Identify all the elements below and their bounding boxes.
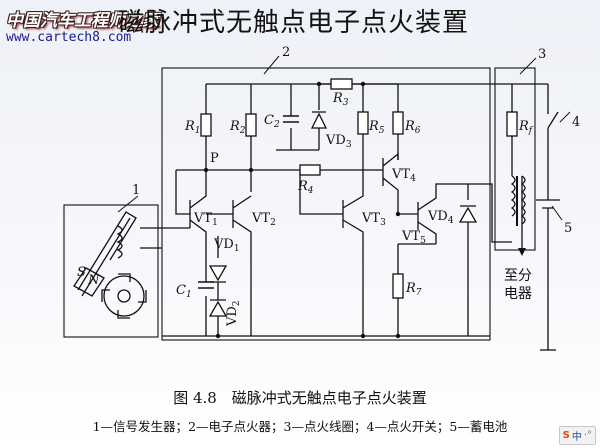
vd1-label: VD1: [213, 237, 240, 254]
vt1-base-wire: [175, 170, 190, 215]
c2-capacitor: [283, 115, 299, 123]
junction-dot: [395, 211, 401, 217]
callout-3-leader: [519, 57, 537, 75]
junction-dot: [316, 81, 322, 87]
r4-label: R4: [297, 179, 314, 196]
callout-2-leader: [263, 55, 280, 75]
ime-chinese-mode[interactable]: 中: [571, 432, 582, 443]
r4-resistor: [299, 164, 321, 176]
site-url: www.cartech8.com: [6, 30, 132, 45]
vd4-diode: [458, 205, 478, 223]
vt3-base-wire: [299, 170, 343, 215]
vd1-diode: [208, 265, 228, 283]
vt4-body: [382, 152, 399, 214]
igniter-boundary: [161, 67, 491, 341]
distributor-label-1: 至分: [504, 268, 532, 284]
coil-secondary-winding: [520, 175, 526, 225]
switch-battery-wire: [536, 84, 560, 350]
reluctor-wheel: [103, 275, 145, 317]
callout-5-leader: [551, 205, 563, 221]
vt3-label: VT3: [361, 211, 386, 228]
reluctor-hub: [117, 289, 131, 303]
ime-options-icon[interactable]: ·°: [583, 430, 592, 441]
r5-resistor: [357, 111, 369, 135]
vt3-body: [342, 160, 364, 336]
callout-2-label: 2: [282, 45, 290, 60]
junction-dot: [215, 333, 221, 339]
vd-column-wire: [205, 236, 219, 336]
vt5-body: [417, 183, 480, 244]
callout-1-label: 1: [132, 183, 140, 198]
r6-resistor: [392, 111, 404, 135]
rf-resistor: [506, 111, 518, 137]
c2-label: C2: [264, 113, 280, 130]
vt1-label: VT1: [193, 211, 218, 228]
vt5-label: VT5: [401, 229, 426, 246]
r2-resistor: [245, 113, 257, 137]
r7-label: R7: [405, 281, 422, 298]
junction-dot: [360, 81, 366, 87]
r7-resistor: [392, 273, 404, 299]
vt4-label: VT4: [391, 167, 416, 184]
vd4-label: VD4: [427, 209, 454, 226]
figure-caption: 图 4.8 磁脉冲式无触点电子点火装置: [173, 389, 427, 407]
r1-r2-wires: [205, 84, 252, 150]
slide-header: 中国汽车工程师之家 磁脉冲式无触点电子点火装置 www.cartech8.com: [0, 0, 600, 50]
rf-label: Rf: [518, 119, 534, 136]
slide-title: 磁脉冲式无触点电子点火装置: [118, 8, 470, 38]
node-p-label: P: [210, 151, 219, 166]
sensor-lead-wire: [140, 227, 190, 249]
permanent-magnet: [73, 267, 105, 297]
vd3-diode: [310, 111, 328, 129]
junction-dot: [248, 167, 254, 173]
r6-label: R6: [404, 119, 421, 136]
callout-5-label: 5: [564, 221, 572, 236]
junction-dot: [203, 167, 209, 173]
callout-4-leader: [559, 111, 571, 123]
ime-s-icon[interactable]: S: [562, 430, 570, 441]
signal-generator-boundary: [63, 204, 159, 338]
vt1-body: [189, 170, 207, 244]
brand-logo: 中国汽车工程师之家: [6, 11, 159, 31]
vd2-label: VD2: [225, 300, 242, 327]
reluctor-teeth: [101, 273, 147, 319]
callout-3-label: 3: [538, 47, 546, 62]
vd3-label: VD3: [325, 133, 352, 150]
vd2-diode: [208, 299, 228, 317]
distributor-arrow-head: [518, 248, 526, 256]
callout-1-leader: [117, 195, 139, 213]
r1-label: R1: [184, 119, 201, 136]
c1-capacitor: [198, 281, 214, 289]
callout-4-label: 4: [572, 115, 580, 130]
r5-label: R5: [368, 119, 385, 136]
c1-label: C1: [176, 283, 192, 300]
sensor-n-label: N: [87, 273, 100, 288]
pickup-coil: [116, 225, 123, 259]
c2-vd3-wires: [276, 84, 320, 151]
junction-dot: [360, 333, 366, 339]
junction-dot: [395, 333, 401, 339]
r2-label: R2: [229, 119, 246, 136]
vt2-label: VT2: [251, 211, 276, 228]
coil-primary-wire: [480, 183, 512, 243]
magnet-yoke: [77, 211, 137, 297]
ime-tray[interactable]: S 中 ·°: [558, 426, 596, 445]
coil-boundary: [494, 67, 536, 251]
distributor-label-2: 电器: [504, 286, 532, 302]
coil-primary-winding: [510, 175, 516, 217]
sensor-s-label: S: [77, 265, 86, 280]
r3-label: R3: [332, 91, 349, 108]
r3-resistor: [330, 78, 353, 90]
figure-legend: 1—信号发生器；2—电子点火器；3—点火线圈；4—点火开关；5—蓄电池: [92, 419, 508, 434]
r1-resistor: [200, 113, 212, 137]
r7-wire: [397, 243, 436, 336]
